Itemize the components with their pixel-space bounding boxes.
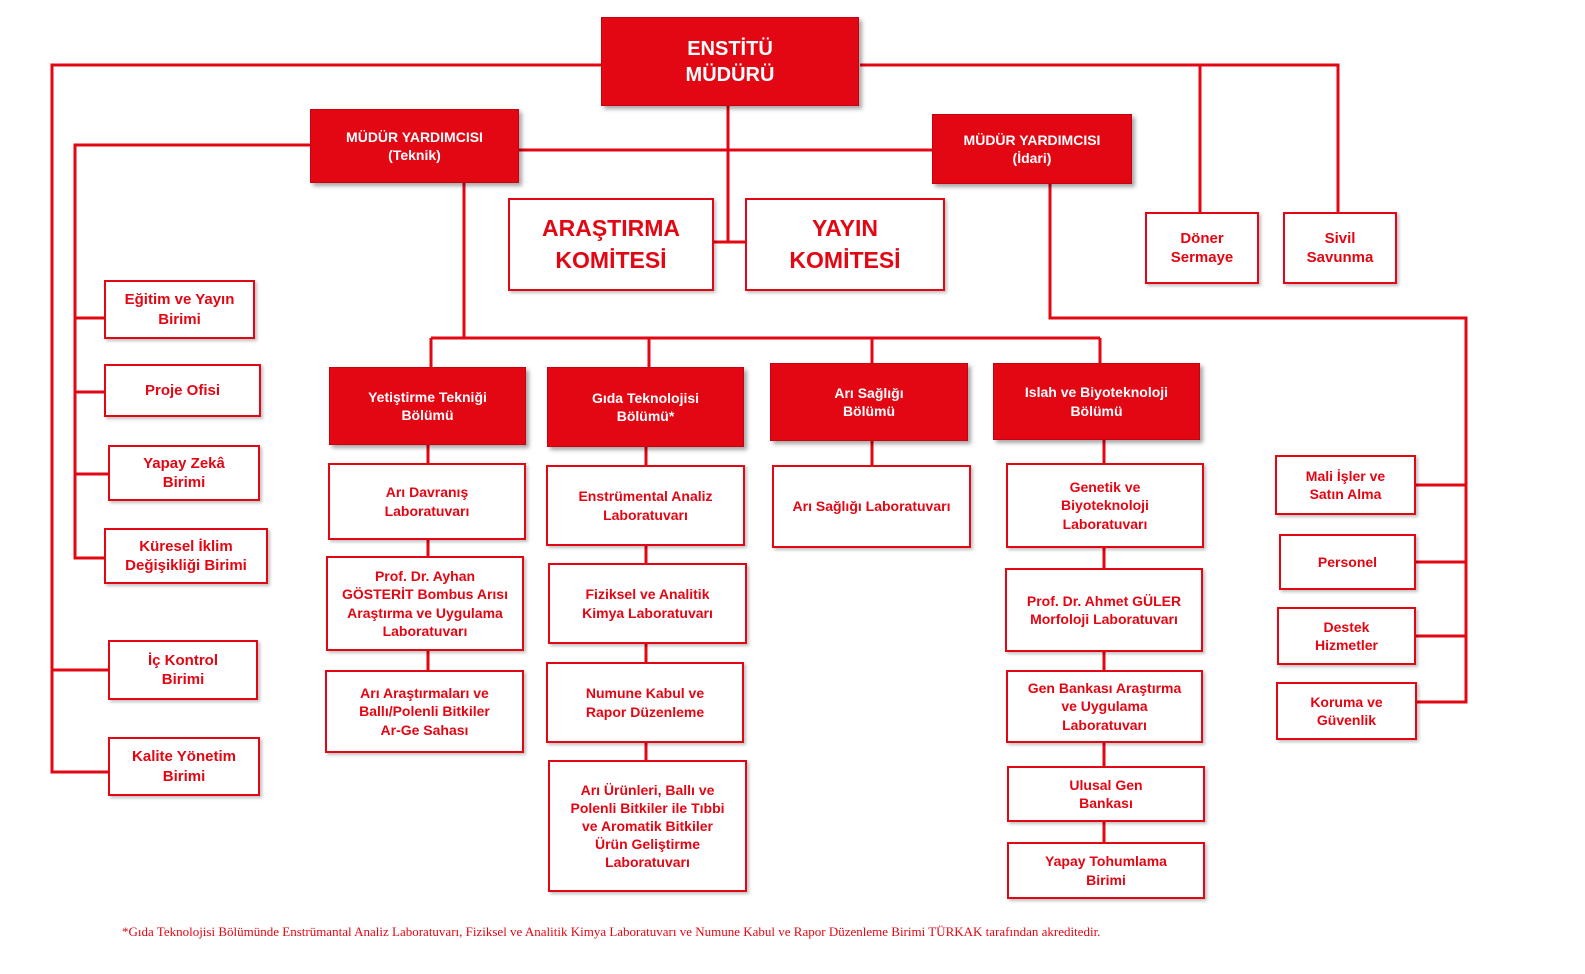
department-breeding-biotech: Islah ve Biyoteknoloji Bölümü [993, 363, 1200, 440]
director-unit-quality: Kalite Yönetim Birimi [108, 737, 260, 796]
technical-unit-education: Eğitim ve Yayın Birimi [104, 280, 255, 339]
research-committee-box: ARAŞTIRMA KOMİTESİ [508, 198, 714, 291]
admin-unit-finance: Mali İşler ve Satın Alma [1275, 455, 1416, 515]
technical-unit-project-office: Proje Ofisi [104, 364, 261, 417]
lab-sample-acceptance: Numune Kabul ve Rapor Düzenleme [546, 662, 744, 743]
deputy-administrative-box: MÜDÜR YARDIMCISI (İdari) [932, 114, 1132, 184]
technical-unit-ai: Yapay Zekâ Birimi [108, 445, 260, 501]
technical-unit-climate: Küresel İklim Değişikliği Birimi [104, 528, 268, 584]
revolving-fund-box: Döner Sermaye [1145, 212, 1259, 284]
lab-instrumental-analysis: Enstrümental Analiz Laboratuvarı [546, 465, 745, 546]
lab-bombus: Prof. Dr. Ayhan GÖSTERİT Bombus Arısı Ar… [326, 556, 524, 651]
lab-research-field: Arı Araştırmaları ve Ballı/Polenli Bitki… [325, 670, 524, 753]
lab-physical-chemistry: Fiziksel ve Analitik Kimya Laboratuvarı [548, 563, 747, 644]
director-box: ENSTİTÜ MÜDÜRÜ [601, 17, 859, 106]
lab-product-development: Arı Ürünleri, Ballı ve Polenli Bitkiler … [548, 760, 747, 892]
lab-morphology: Prof. Dr. Ahmet GÜLER Morfoloji Laboratu… [1005, 568, 1203, 652]
department-food-technology: Gıda Teknolojisi Bölümü* [547, 367, 744, 447]
department-breeding: Yetiştirme Tekniği Bölümü [329, 367, 526, 445]
lab-bee-behavior: Arı Davranış Laboratuvarı [328, 463, 526, 540]
director-unit-internal-control: İç Kontrol Birimi [108, 640, 258, 700]
admin-unit-personnel: Personel [1279, 534, 1416, 590]
deputy-technical-box: MÜDÜR YARDIMCISI (Teknik) [310, 109, 519, 183]
unit-artificial-insemination: Yapay Tohumlama Birimi [1007, 842, 1205, 899]
lab-bee-health: Arı Sağlığı Laboratuvarı [772, 465, 971, 548]
lab-gene-bank-research: Gen Bankası Araştırma ve Uygulama Labora… [1006, 670, 1203, 743]
publication-committee-box: YAYIN KOMİTESİ [745, 198, 945, 291]
unit-national-gene-bank: Ulusal Gen Bankası [1007, 766, 1205, 822]
civil-defense-box: Sivil Savunma [1283, 212, 1397, 284]
lab-genetics-biotech: Genetik ve Biyoteknoloji Laboratuvarı [1006, 463, 1204, 548]
admin-unit-support: Destek Hizmetler [1277, 607, 1416, 665]
accreditation-footnote: *Gıda Teknolojisi Bölümünde Enstrümantal… [122, 924, 1101, 939]
admin-unit-security: Koruma ve Güvenlik [1276, 682, 1417, 740]
department-bee-health: Arı Sağlığı Bölümü [770, 363, 968, 441]
